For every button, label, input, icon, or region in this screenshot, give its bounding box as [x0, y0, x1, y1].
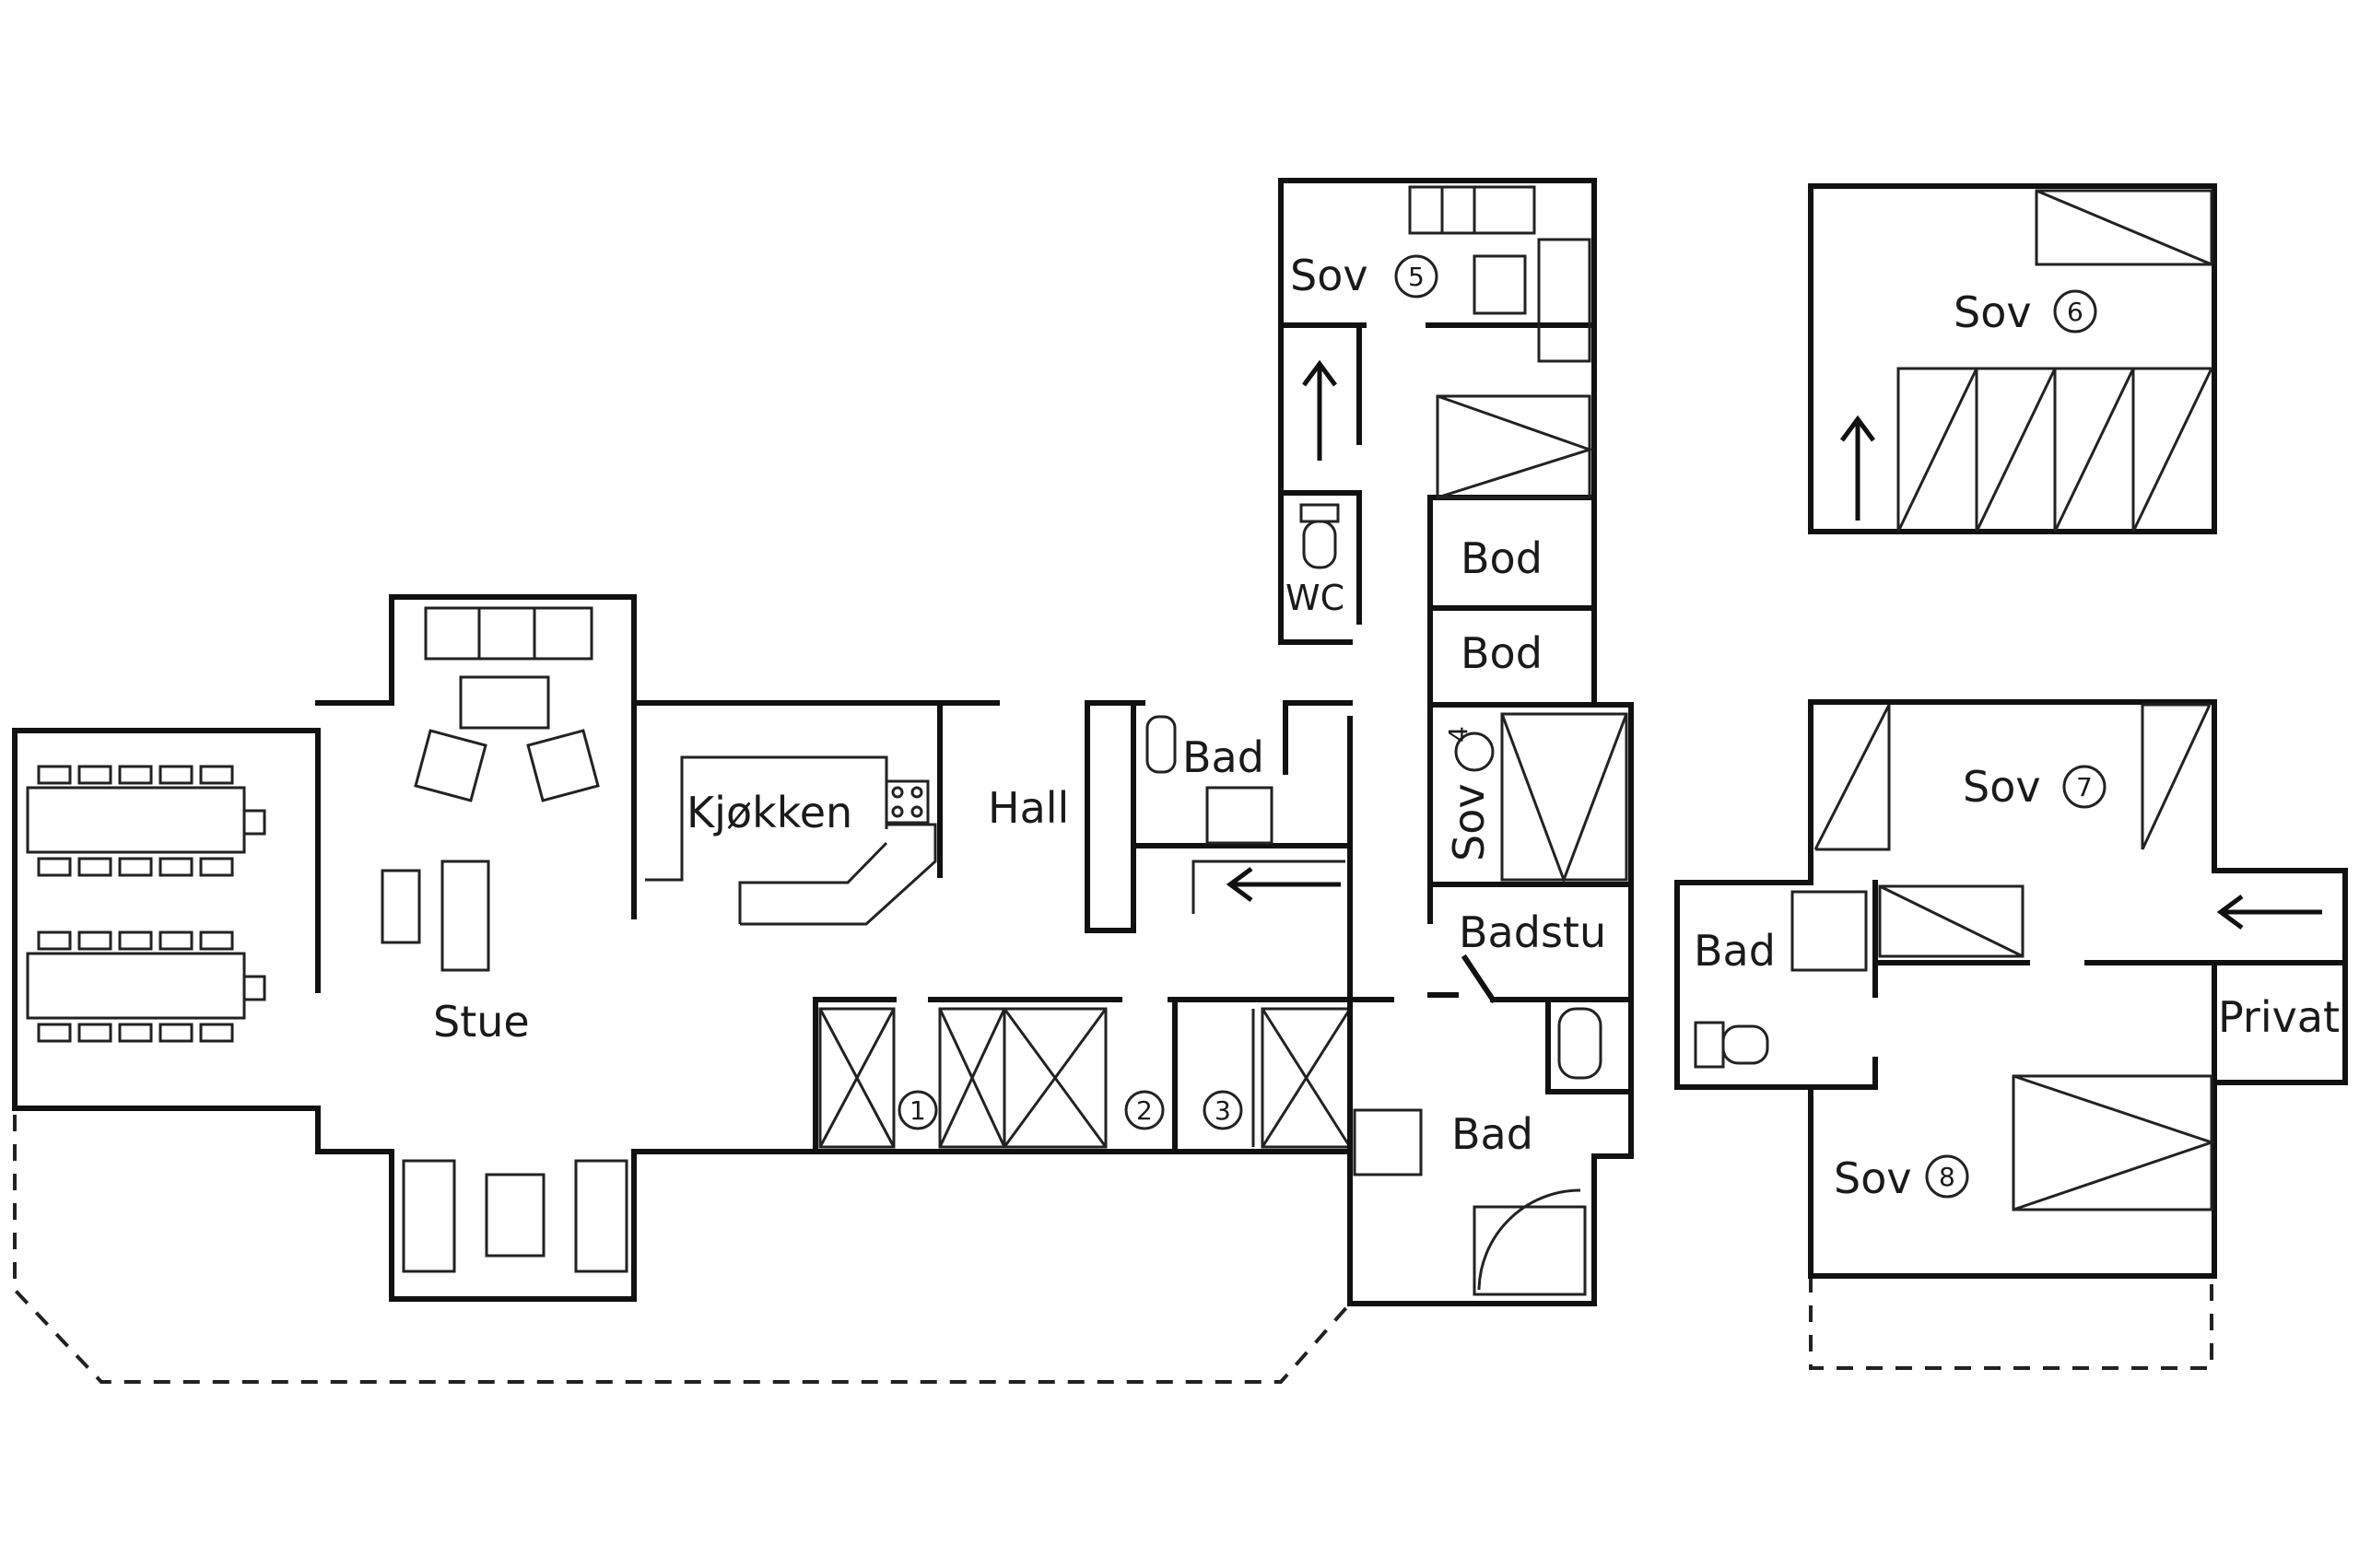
sov5-furniture: [1408, 185, 1594, 499]
dining-chair: [77, 1023, 112, 1043]
sov6-annex: [1808, 183, 2217, 534]
badge-6: 6: [2067, 297, 2083, 327]
dining-chair: [158, 930, 194, 951]
dining-chair: [199, 1023, 234, 1043]
label-sov7: Sov: [1963, 762, 2041, 812]
dining-chair: [118, 765, 153, 785]
sov4-bed: [1500, 712, 1628, 884]
east-annex-walls: [1674, 699, 2348, 1279]
dining-chair: [77, 857, 112, 877]
storage-row: [818, 1007, 1352, 1149]
terrace-dashed: [13, 1115, 2213, 1384]
label-stue: Stue: [433, 997, 530, 1047]
label-bad-annex: Bad: [1694, 926, 1776, 976]
kitchen-counter: [645, 755, 937, 926]
dining-chair: [118, 857, 153, 877]
badge-5: 5: [1408, 262, 1425, 292]
dining-chair: [199, 857, 234, 877]
hall-bathroom: [1085, 700, 1353, 933]
west-wing-walls: [12, 594, 1394, 1302]
label-hall: Hall: [988, 783, 1069, 833]
badge-3: 3: [1215, 1095, 1231, 1126]
label-sov6: Sov: [1954, 287, 2032, 337]
label-sov8: Sov: [1834, 1153, 1912, 1203]
dining-chair: [158, 1023, 194, 1043]
badge-1: 1: [910, 1095, 926, 1126]
dining-chair: [118, 930, 153, 951]
label-bad-hall: Bad: [1182, 732, 1264, 782]
dining-chair: [118, 1023, 153, 1043]
dining-chair: [77, 930, 112, 951]
label-bod-1: Bod: [1461, 533, 1543, 583]
dining-chair: [37, 1023, 72, 1043]
dining-chair: [199, 930, 234, 951]
main-bad-fixtures: [1353, 1007, 1602, 1296]
room-labels: Stue Kjøkken Hall Bad Sov WC Bod Bod Sov…: [433, 251, 2340, 1203]
dining-chair: [199, 765, 234, 785]
stairs-arrow-icons: [1226, 359, 2322, 930]
dining-chair: [77, 765, 112, 785]
badge-8: 8: [1939, 1162, 1955, 1192]
label-bad-main: Bad: [1451, 1109, 1533, 1159]
label-privat: Privat: [2218, 992, 2340, 1042]
wc-toilet-icon: [1299, 503, 1340, 569]
dining-chair: [158, 765, 194, 785]
label-badstu: Badstu: [1459, 907, 1606, 957]
dining-tables: [26, 765, 266, 1043]
label-wc: WC: [1285, 578, 1344, 618]
dining-chair: [37, 765, 72, 785]
badge-4: 4: [1443, 726, 1473, 743]
badge-2: 2: [1136, 1095, 1153, 1126]
badge-7: 7: [2076, 772, 2093, 802]
dining-chair: [37, 930, 72, 951]
label-sov5: Sov: [1290, 251, 1368, 300]
label-bod-2: Bod: [1461, 628, 1543, 678]
label-kjokken: Kjøkken: [687, 788, 852, 837]
east-annex-furniture: [1694, 703, 2216, 1211]
north-wing-walls: [1278, 178, 1634, 1306]
dining-chair: [158, 857, 194, 877]
dining-chair: [37, 857, 72, 877]
stue-furniture: [381, 606, 628, 1273]
room-number-badges: 1 2 3 4 5 6 7 8: [898, 254, 2107, 1199]
label-sov4: Sov: [1444, 783, 1494, 861]
